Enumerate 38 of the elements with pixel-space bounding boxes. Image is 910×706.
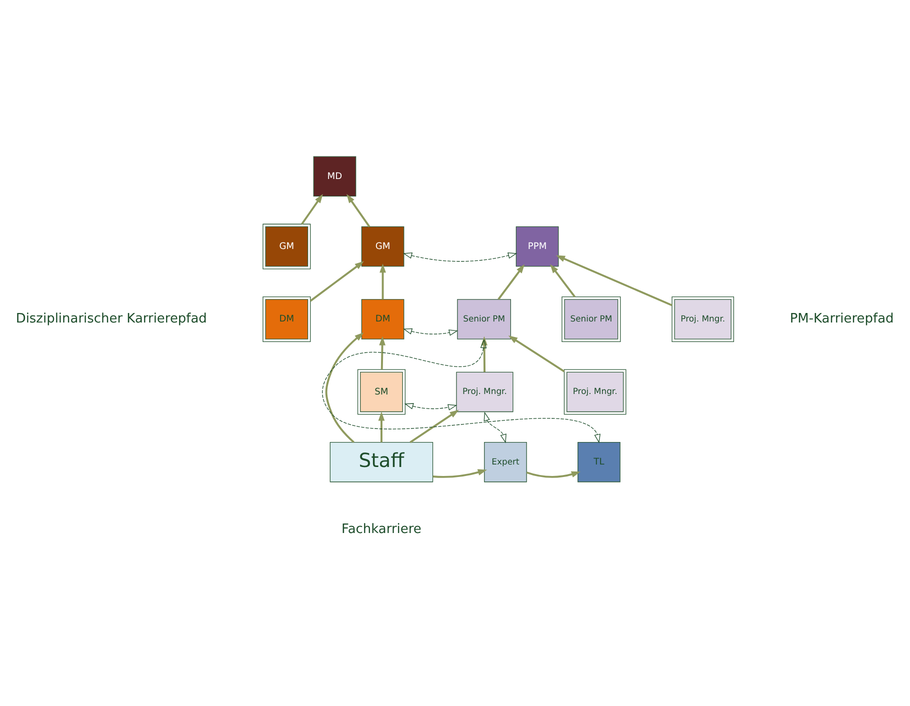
node-box: PPM [516, 226, 559, 267]
arrow [322, 339, 600, 444]
node-box: Proj. Mngr. [564, 369, 626, 415]
node-box: DM [262, 296, 311, 342]
arrow [346, 194, 370, 228]
node-box: Senior PM [562, 296, 621, 342]
node-box: DM [361, 299, 404, 340]
node-box: Staff [330, 442, 434, 482]
node-box: Senior PM [457, 299, 511, 340]
arrow [404, 403, 458, 410]
arrow [484, 412, 506, 444]
arrow [556, 255, 672, 306]
arrow [526, 471, 581, 478]
arrow [498, 264, 525, 300]
arrow [325, 332, 364, 443]
arrow [380, 264, 386, 300]
arrow [403, 328, 458, 336]
node-box: GM [361, 226, 404, 267]
node-box: SM [357, 369, 406, 415]
arrow [508, 336, 565, 372]
node-box: Expert [484, 442, 527, 482]
label: Fachkarriere [342, 522, 422, 537]
node-box: Proj. Mngr. [456, 372, 514, 412]
arrow [378, 412, 385, 442]
arrow [301, 194, 323, 225]
label: PM-Karrierepfad [790, 311, 894, 326]
arrow [310, 261, 364, 302]
label: Disziplinarischer Karrierepfad [16, 311, 207, 326]
arrow [410, 410, 459, 444]
arrow [550, 264, 576, 298]
node-box: MD [313, 156, 356, 197]
node-box: Proj. Mngr. [672, 296, 734, 342]
arrow [481, 336, 488, 372]
arrow [432, 469, 488, 478]
arrow [379, 336, 386, 370]
node-box: GM [262, 224, 311, 270]
arrow [402, 252, 518, 262]
node-box: TL [578, 442, 620, 482]
